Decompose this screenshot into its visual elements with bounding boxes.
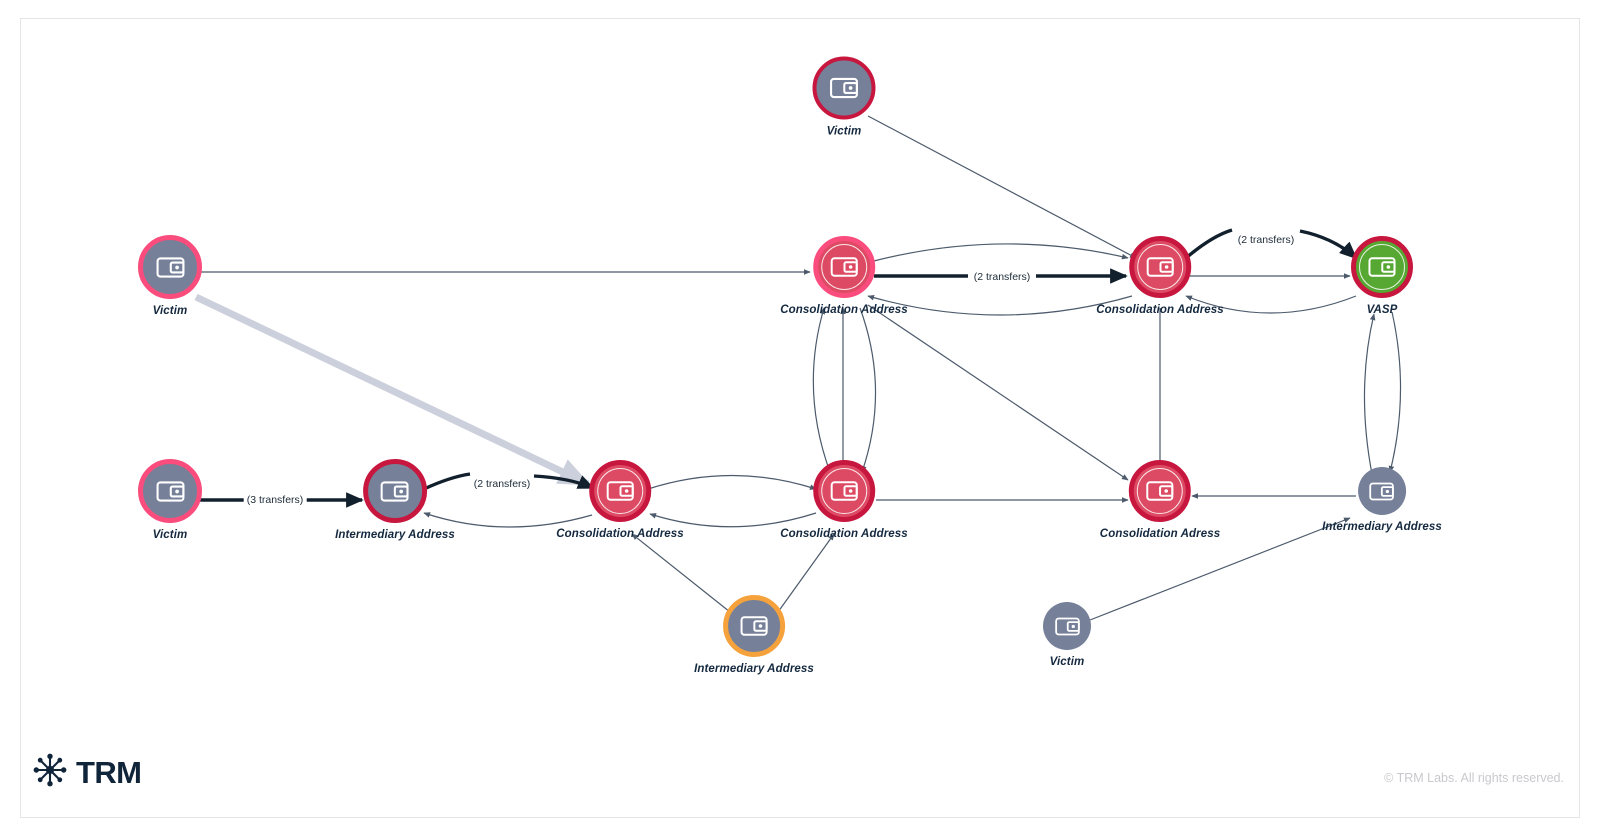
wallet-icon xyxy=(156,256,184,278)
node-label-victim-left: Victim xyxy=(152,305,188,317)
node-circle-victim-top[interactable] xyxy=(812,56,876,120)
node-label-intermediary-right: Intermediary Address xyxy=(1322,521,1442,533)
wallet-icon xyxy=(1146,481,1174,501)
node-label-vasp: VASP xyxy=(1366,304,1398,316)
node-circle-intermediary-left[interactable] xyxy=(362,459,427,523)
wallet-icon xyxy=(830,481,858,501)
graph-node-consolidation-mid-left[interactable]: Consolidation Address xyxy=(556,460,684,540)
node-circle-consolidation-top-mid[interactable] xyxy=(812,236,875,298)
graph-node-consolidation-right[interactable]: Consolidation Adress xyxy=(1100,460,1220,540)
node-circle-consolidation-top-right[interactable] xyxy=(1128,236,1191,298)
node-circle-consolidation-right[interactable] xyxy=(1128,460,1191,522)
node-circle-consolidation-mid[interactable] xyxy=(812,460,875,522)
node-label-victim-lower-left: Victim xyxy=(152,529,188,541)
wallet-icon xyxy=(1369,482,1395,500)
node-circle-consolidation-mid-left[interactable] xyxy=(588,460,651,522)
node-circle-intermediary-bottom[interactable] xyxy=(722,595,785,657)
wallet-icon xyxy=(740,616,768,636)
graph-node-consolidation-top-mid[interactable]: Consolidation Address xyxy=(780,236,908,316)
wallet-icon xyxy=(156,480,184,502)
node-label-consolidation-mid: Consolidation Address xyxy=(780,528,908,540)
node-circle-intermediary-right[interactable] xyxy=(1357,467,1406,515)
graph-node-intermediary-bottom[interactable]: Intermediary Address xyxy=(694,595,814,675)
graph-node-intermediary-right[interactable]: Intermediary Address xyxy=(1322,467,1442,533)
wallet-icon xyxy=(381,480,409,502)
edge-label-label-2-transfers-mid: (2 transfers) xyxy=(970,271,1034,283)
trm-brand-logo: TRM xyxy=(33,753,142,792)
node-circle-victim-lower-left[interactable] xyxy=(138,459,202,523)
graph-canvas-frame xyxy=(20,18,1580,818)
node-circle-vasp[interactable] xyxy=(1351,236,1413,298)
node-circle-victim-left[interactable] xyxy=(138,235,202,299)
graph-node-intermediary-left[interactable]: Intermediary Address xyxy=(335,459,455,541)
edge-label-label-2-transfers-left: (2 transfers) xyxy=(470,478,534,490)
graph-node-consolidation-mid[interactable]: Consolidation Address xyxy=(780,460,908,540)
graph-node-consolidation-top-right[interactable]: Consolidation Address xyxy=(1096,236,1224,316)
graph-node-vasp[interactable]: VASP xyxy=(1351,236,1413,316)
wallet-icon xyxy=(1054,617,1080,635)
node-label-consolidation-mid-left: Consolidation Address xyxy=(556,528,684,540)
node-label-intermediary-left: Intermediary Address xyxy=(335,529,455,541)
wallet-icon xyxy=(830,77,858,99)
graph-node-victim-lower-left[interactable]: Victim xyxy=(138,459,202,541)
brand-name: TRM xyxy=(76,754,142,790)
node-circle-victim-bottom[interactable] xyxy=(1043,602,1091,650)
node-label-consolidation-top-mid: Consolidation Address xyxy=(780,304,908,316)
node-label-intermediary-bottom: Intermediary Address xyxy=(694,663,814,675)
trm-starburst-icon xyxy=(33,753,67,792)
wallet-icon xyxy=(1368,257,1396,277)
node-label-consolidation-top-right: Consolidation Address xyxy=(1096,304,1224,316)
graph-node-victim-left[interactable]: Victim xyxy=(138,235,202,317)
copyright-text: © TRM Labs. All rights reserved. xyxy=(1384,771,1564,785)
edge-label-label-2-transfers-right: (2 transfers) xyxy=(1234,234,1298,246)
edge-label-label-3-transfers: (3 transfers) xyxy=(243,494,307,506)
node-label-victim-top: Victim xyxy=(826,125,862,138)
node-label-victim-bottom: Victim xyxy=(1049,656,1085,668)
wallet-icon xyxy=(606,481,634,501)
wallet-icon xyxy=(1146,257,1174,277)
wallet-icon xyxy=(830,257,858,277)
node-label-consolidation-right: Consolidation Adress xyxy=(1099,528,1221,540)
graph-node-victim-top[interactable]: Victim xyxy=(812,56,876,138)
graph-node-victim-bottom[interactable]: Victim xyxy=(1043,602,1091,668)
